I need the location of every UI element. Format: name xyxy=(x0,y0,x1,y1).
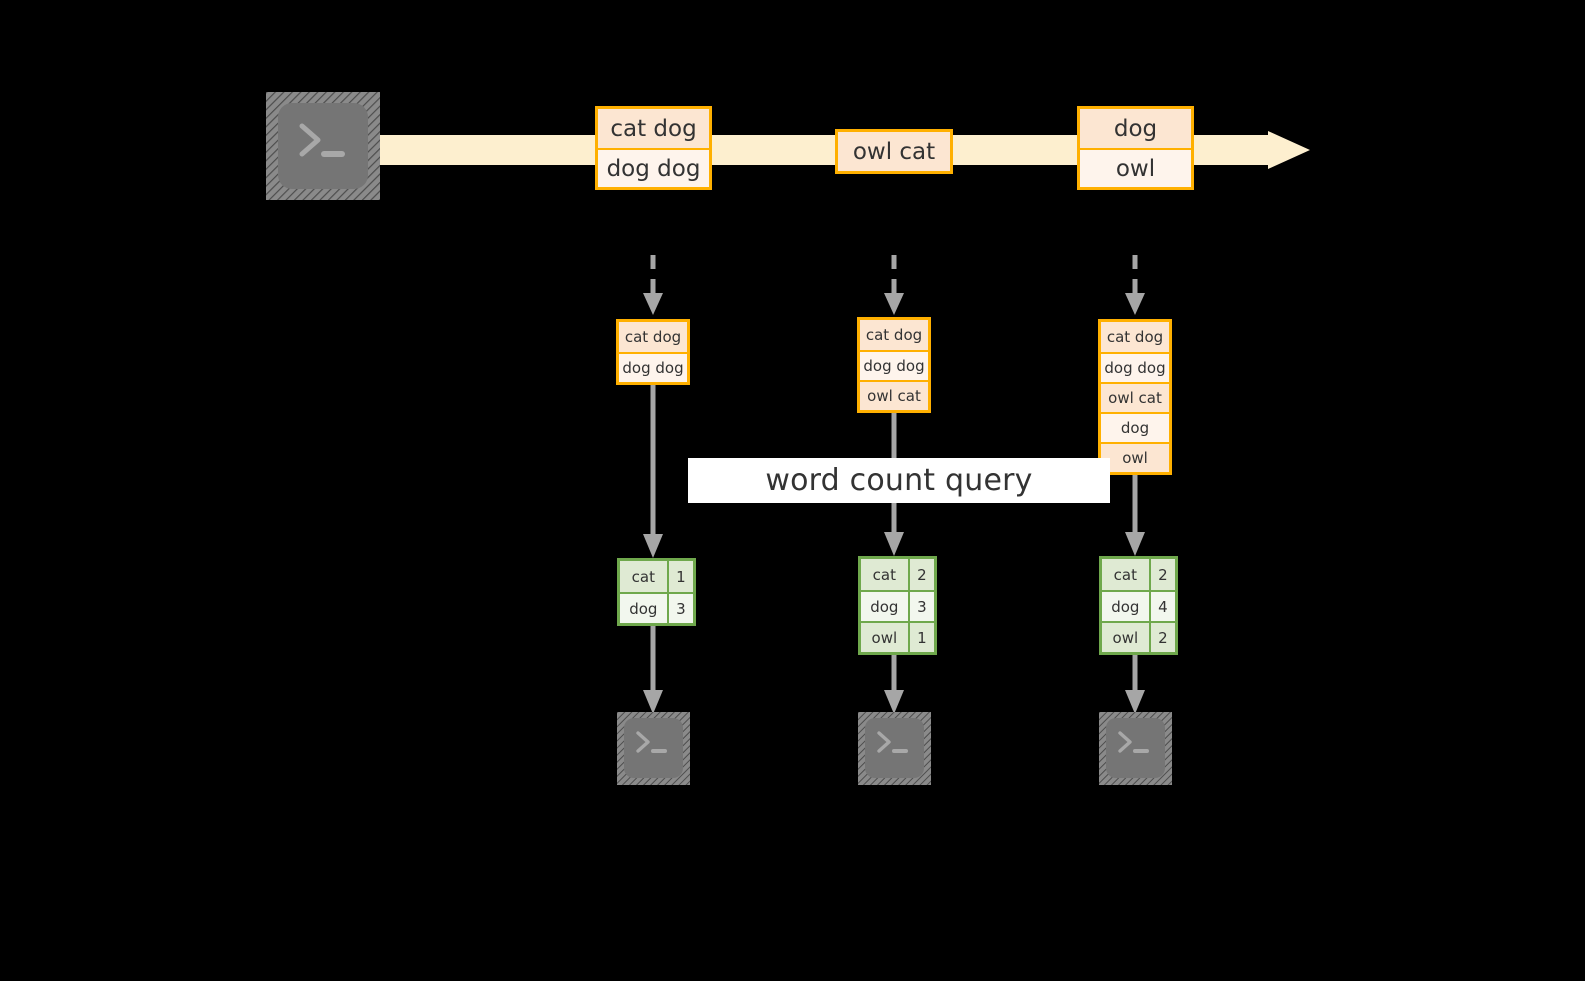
stream-record: dog xyxy=(1080,109,1191,148)
batch-input-row: dog dog xyxy=(1101,352,1169,382)
result-count: 2 xyxy=(1148,623,1175,652)
result-word: dog xyxy=(861,592,908,621)
result-count: 1 xyxy=(666,561,693,592)
batch-2-input-box: cat dog dog dog owl cat xyxy=(857,317,931,413)
result-to-sink-connector xyxy=(882,650,906,715)
stream-group-1: cat dog dog dog xyxy=(595,106,712,190)
result-to-sink-connector xyxy=(1123,650,1147,715)
result-word: cat xyxy=(1102,559,1149,590)
result-word: dog xyxy=(1102,592,1149,621)
result-count: 4 xyxy=(1148,592,1175,621)
table-row: cat 2 xyxy=(861,559,934,590)
stream-group-3: dog owl xyxy=(1077,106,1194,190)
batch-input-row: owl cat xyxy=(860,380,928,410)
result-word: cat xyxy=(620,561,667,592)
stream-to-batch-connector xyxy=(1123,255,1147,317)
batch-input-row: dog dog xyxy=(860,350,928,380)
result-count: 3 xyxy=(666,594,693,623)
batch-input-row: cat dog xyxy=(1101,322,1169,352)
stream-record: owl cat xyxy=(838,132,950,171)
table-row: dog 4 xyxy=(1102,590,1175,621)
stream-record: owl xyxy=(1080,148,1191,187)
result-to-sink-connector xyxy=(641,620,665,715)
stream-record: dog dog xyxy=(598,148,709,187)
result-word: owl xyxy=(861,623,908,652)
query-label-text: word count query xyxy=(765,463,1033,498)
batch-to-result-connector xyxy=(1123,475,1147,557)
table-row: dog 3 xyxy=(620,592,693,623)
result-word: owl xyxy=(1102,623,1149,652)
batch-input-row: owl cat xyxy=(1101,382,1169,412)
stream-to-batch-connector xyxy=(882,255,906,317)
result-word: cat xyxy=(861,559,908,590)
table-row: dog 3 xyxy=(861,590,934,621)
batch-1-result-table: cat 1 dog 3 xyxy=(617,558,696,626)
stream-record: cat dog xyxy=(598,109,709,148)
query-label-band: word count query xyxy=(688,458,1110,503)
batch-2-result-table: cat 2 dog 3 owl 1 xyxy=(858,556,937,655)
table-row: owl 1 xyxy=(861,621,934,652)
batch-input-row: dog xyxy=(1101,412,1169,442)
result-count: 2 xyxy=(907,559,934,590)
table-row: cat 2 xyxy=(1102,559,1175,590)
sink-terminal-icon xyxy=(617,712,690,785)
result-count: 2 xyxy=(1148,559,1175,590)
table-row: cat 1 xyxy=(620,561,693,592)
batch-3-input-box: cat dog dog dog owl cat dog owl xyxy=(1098,319,1172,475)
batch-1-input-box: cat dog dog dog xyxy=(616,319,690,385)
result-word: dog xyxy=(620,594,667,623)
result-count: 1 xyxy=(907,623,934,652)
sink-terminal-icon xyxy=(1099,712,1172,785)
table-row: owl 2 xyxy=(1102,621,1175,652)
stream-to-batch-connector xyxy=(641,255,665,317)
batch-input-row: cat dog xyxy=(619,322,687,352)
result-count: 3 xyxy=(907,592,934,621)
batch-input-row: owl xyxy=(1101,442,1169,472)
source-terminal-icon xyxy=(266,92,380,200)
sink-terminal-icon xyxy=(858,712,931,785)
batch-to-result-connector xyxy=(641,382,665,559)
batch-input-row: dog dog xyxy=(619,352,687,382)
stream-group-2: owl cat xyxy=(835,129,953,174)
batch-input-row: cat dog xyxy=(860,320,928,350)
batch-3-result-table: cat 2 dog 4 owl 2 xyxy=(1099,556,1178,655)
